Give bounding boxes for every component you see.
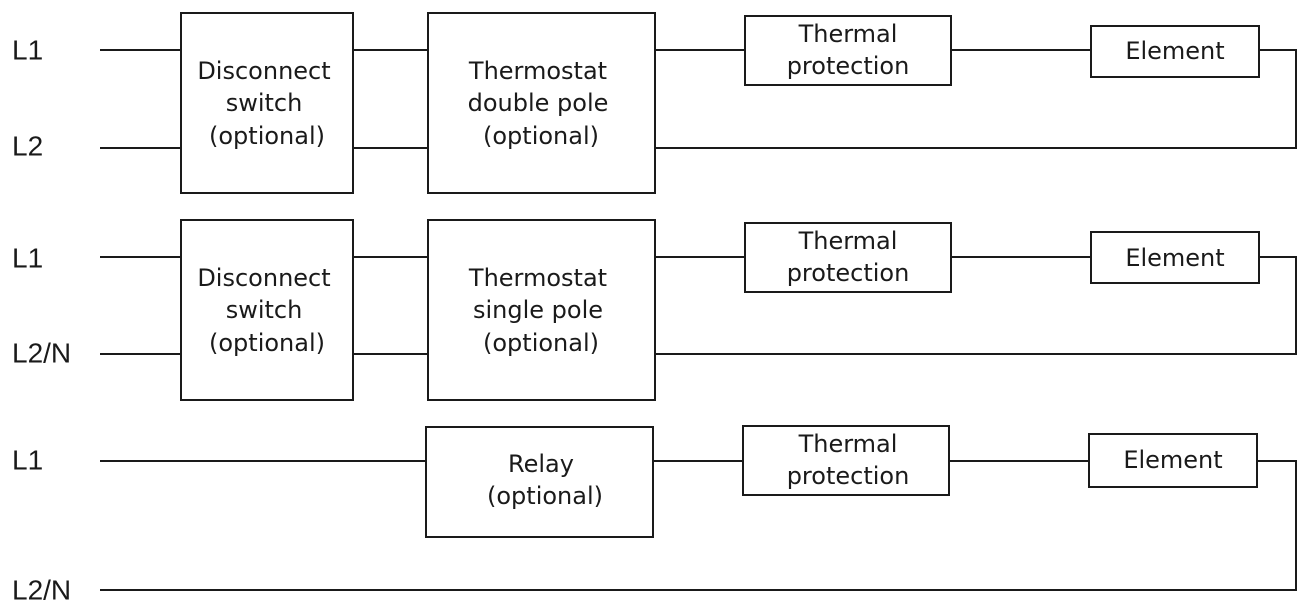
row2-thermal-line2: protection bbox=[787, 259, 910, 287]
row3-line-a-label: L1 bbox=[12, 444, 43, 475]
row3-line-b-label: L2/N bbox=[12, 574, 71, 605]
row1-disconnect-line3: (optional) bbox=[209, 122, 325, 150]
row2-element-label: Element bbox=[1125, 244, 1224, 272]
row1-line-b-label: L2 bbox=[12, 130, 43, 161]
row2-disconnect-line2: switch bbox=[226, 296, 303, 324]
circuit-row-1: L1 L2 Disconnect switch (optional) Therm… bbox=[12, 12, 1297, 194]
row1-disconnect-line1: Disconnect bbox=[197, 57, 330, 85]
row1-thermal-line1: Thermal bbox=[798, 20, 898, 48]
row3-element-label: Element bbox=[1123, 446, 1222, 474]
row1-thermostat-line3: (optional) bbox=[483, 122, 599, 150]
row1-element-box bbox=[1090, 25, 1260, 78]
row3-element-box bbox=[1088, 433, 1258, 488]
row2-element-box bbox=[1090, 231, 1260, 284]
row1-thermostat-line2: double pole bbox=[468, 89, 609, 117]
row2-line-a-label: L1 bbox=[12, 242, 43, 273]
row3-relay-box bbox=[425, 426, 654, 538]
row2-line-b-label: L2/N bbox=[12, 337, 71, 368]
row2-disconnect-line1: Disconnect bbox=[197, 264, 330, 292]
row1-disconnect-line2: switch bbox=[226, 89, 303, 117]
row1-disconnect-box bbox=[180, 12, 354, 194]
row2-thermal-line1: Thermal bbox=[798, 227, 898, 255]
row1-thermostat-line1: Thermostat bbox=[468, 57, 607, 85]
row2-disconnect-box bbox=[180, 219, 354, 401]
circuit-row-2: L1 L2/N Disconnect switch (optional) The… bbox=[12, 219, 1297, 401]
row3-relay-line2: (optional) bbox=[487, 482, 603, 510]
circuit-row-3: L1 L2/N Relay (optional) Thermal protect… bbox=[12, 425, 1297, 605]
row2-return-wire bbox=[655, 256, 1297, 355]
row2-disconnect-line3: (optional) bbox=[209, 329, 325, 357]
row3-thermal-line1: Thermal bbox=[798, 430, 898, 458]
row2-thermal-box bbox=[744, 222, 952, 293]
row2-thermostat-box bbox=[427, 219, 656, 401]
row1-return-wire bbox=[655, 49, 1297, 149]
row3-thermal-line2: protection bbox=[787, 462, 910, 490]
row2-thermostat-line3: (optional) bbox=[483, 329, 599, 357]
row1-line-a-label: L1 bbox=[12, 34, 43, 65]
row3-return-wire bbox=[100, 460, 1297, 591]
row2-thermostat-line1: Thermostat bbox=[468, 264, 607, 292]
row3-relay-line1: Relay bbox=[508, 450, 574, 478]
row1-thermostat-box bbox=[427, 12, 656, 194]
row1-element-label: Element bbox=[1125, 37, 1224, 65]
row1-thermal-box bbox=[744, 15, 952, 86]
row3-thermal-box bbox=[742, 425, 950, 496]
row1-thermal-line2: protection bbox=[787, 52, 910, 80]
row2-thermostat-line2: single pole bbox=[473, 296, 603, 324]
